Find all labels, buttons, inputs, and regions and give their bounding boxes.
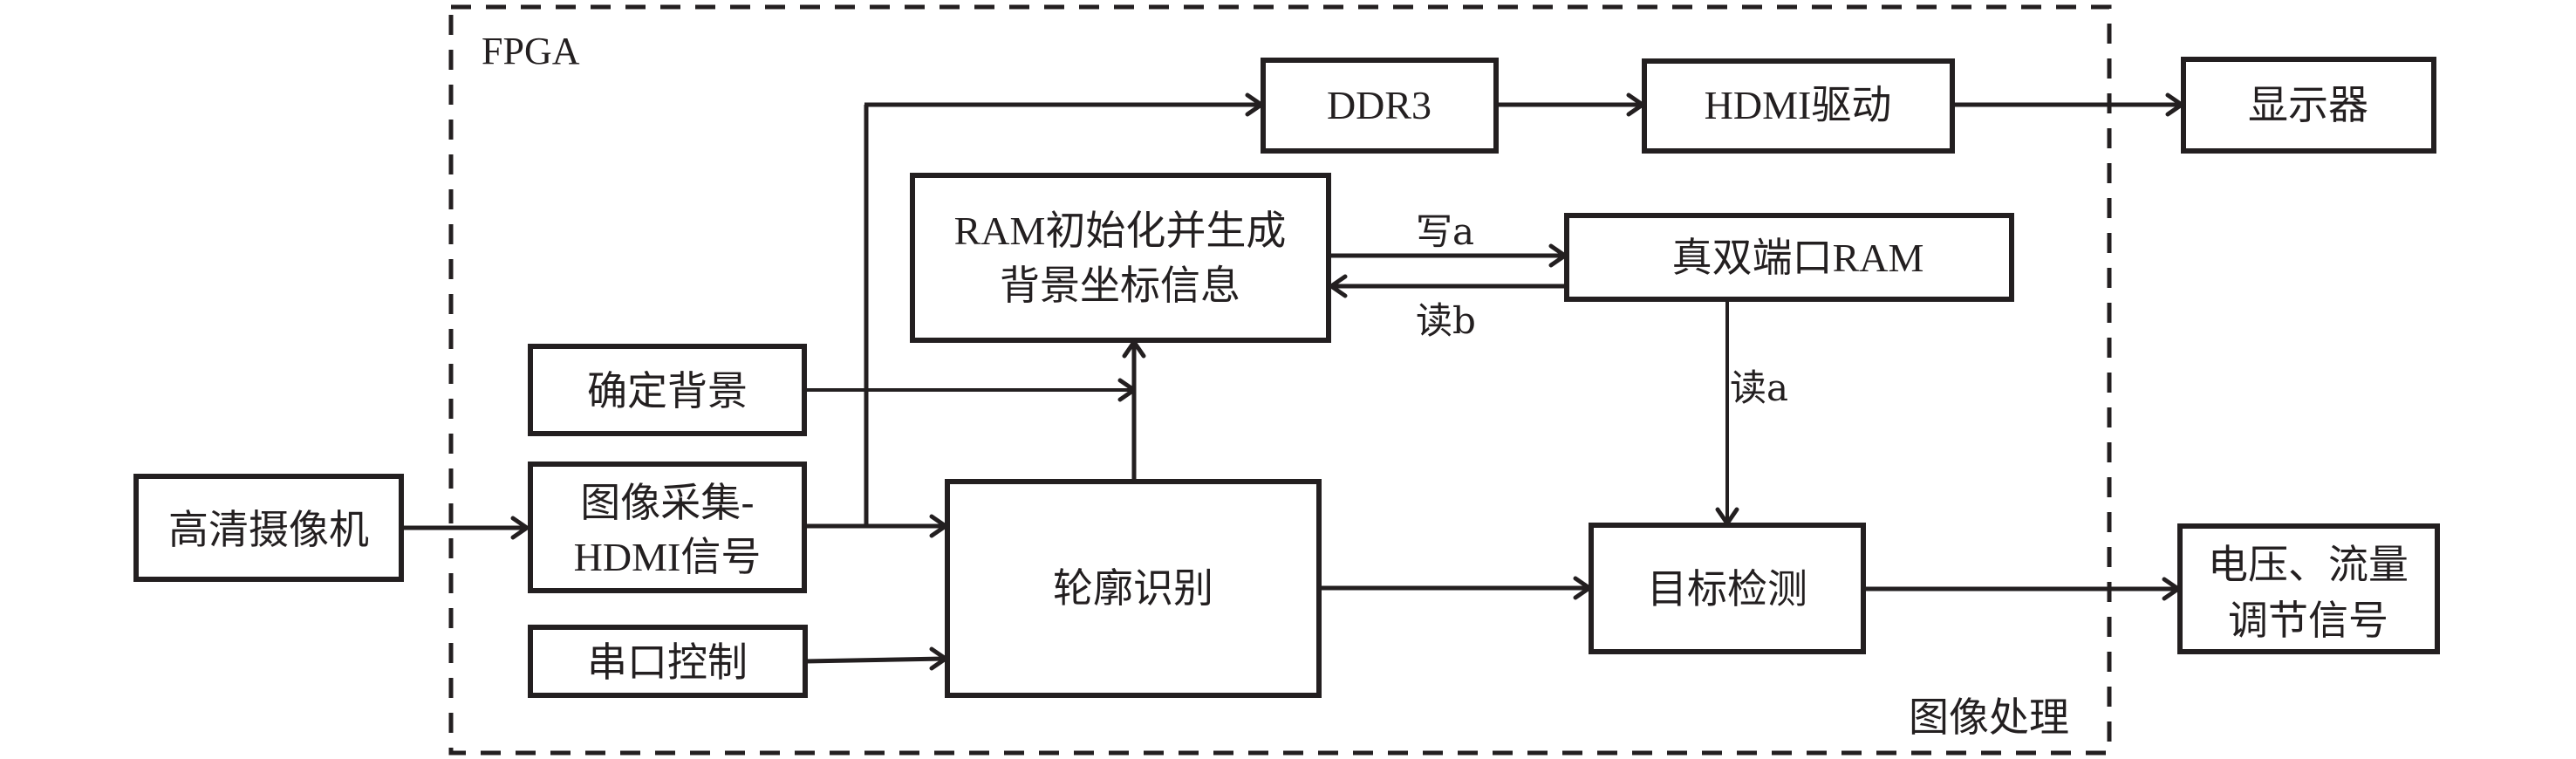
block-display: 显示器 [2181,57,2436,154]
edge-label-read-a: 读a [1730,366,1788,409]
arrowhead-icon [510,516,530,540]
block-image-capture-label-line2: HDMI信号 [574,535,762,579]
block-ram-init: RAM初始化并生成 背景坐标信息 [910,173,1331,343]
block-ddr3-label: DDR3 [1327,83,1431,127]
block-true-dual-port-ram-label: 真双端口RAM [1672,236,1924,280]
edge-label-read-b: 读b [1416,299,1476,342]
block-ddr3: DDR3 [1261,58,1499,154]
block-camera-label: 高清摄像机 [168,506,369,553]
block-determine-background: 确定背景 [528,344,807,436]
block-serial-control: 串口控制 [528,625,808,698]
block-contour-recognition-label: 轮廓识别 [1053,564,1213,612]
block-ram-init-label-line1: RAM初始化并生成 [954,209,1287,253]
block-hdmi-driver-label: HDMI驱动 [1705,83,1892,127]
edge-serial-to-contour [804,656,945,664]
fpga-region-label: FPGA [482,30,580,72]
block-camera: 高清摄像机 [133,474,404,582]
block-output-signal-label-line2: 调节信号 [2228,597,2388,644]
block-target-detection: 目标检测 [1589,523,1866,654]
block-determine-background-label: 确定背景 [587,367,748,414]
block-image-capture: 图像采集- HDMI信号 [528,462,807,593]
edge-label-write-a: 写a [1416,210,1474,253]
block-contour-recognition: 轮廓识别 [945,479,1322,698]
block-ram-init-label-line2: 背景坐标信息 [1000,262,1240,309]
block-serial-control-label: 串口控制 [587,639,748,686]
block-true-dual-port-ram: 真双端口RAM [1564,213,2014,302]
block-display-label: 显示器 [2248,81,2368,128]
block-target-detection-label: 目标检测 [1647,565,1807,612]
image-processing-region-label: 图像处理 [1909,694,2069,741]
block-output-signal-label-line1: 电压、流量 [2208,541,2409,588]
block-hdmi-driver: HDMI驱动 [1642,58,1955,154]
block-output-signal: 电压、流量 调节信号 [2177,523,2440,654]
fpga-region-border [448,4,2112,756]
block-image-capture-label-line1: 图像采集- [580,479,755,526]
